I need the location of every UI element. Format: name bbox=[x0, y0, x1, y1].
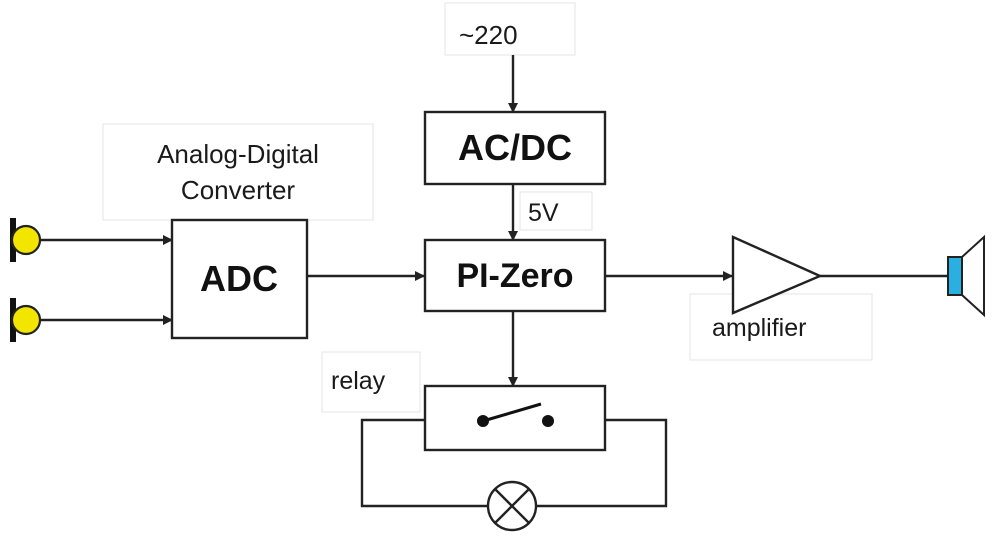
lamp-loop-right-wire bbox=[537, 418, 668, 508]
adc-caption-box bbox=[102, 123, 374, 221]
relay-block bbox=[423, 384, 607, 452]
mains-label: ~220 bbox=[459, 20, 518, 50]
acdc-block bbox=[423, 110, 607, 186]
mains-label-box bbox=[444, 2, 576, 56]
amplifier-label: amplifier bbox=[712, 314, 806, 342]
adc-block-label: ADC bbox=[200, 258, 278, 299]
pizero-block-label: PI-Zero bbox=[456, 257, 573, 295]
adc-caption-line1: Analog-Digital bbox=[157, 139, 319, 169]
pizero-block bbox=[423, 238, 607, 313]
speaker-icon bbox=[947, 234, 985, 318]
voltage-label-box bbox=[519, 191, 593, 231]
voltage-label: 5V bbox=[528, 199, 559, 227]
adc-caption-line2: Converter bbox=[181, 175, 295, 205]
amplifier-triangle-icon bbox=[731, 235, 823, 315]
relay-label: relay bbox=[331, 367, 386, 395]
relay-switch-icon bbox=[477, 402, 554, 427]
acdc-block-label: AC/DC bbox=[458, 127, 572, 168]
microphone-icon bbox=[10, 298, 42, 342]
lamp-icon bbox=[486, 480, 538, 532]
microphone-icon bbox=[10, 218, 42, 262]
amplifier-label-box bbox=[689, 293, 873, 361]
relay-label-box bbox=[321, 351, 421, 413]
adc-block bbox=[170, 218, 309, 340]
lamp-loop-left-wire bbox=[360, 418, 488, 508]
